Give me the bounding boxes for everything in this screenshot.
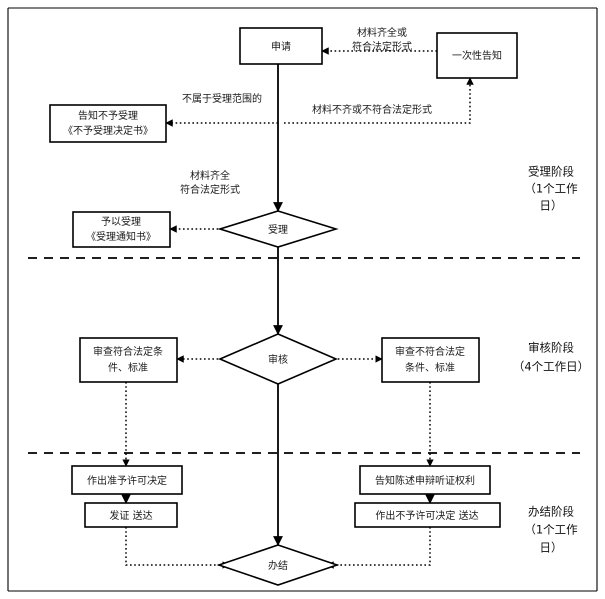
stage-label-completion: 办结阶段 （1个工作 日） (524, 505, 578, 555)
svg-text:材料齐全: 材料齐全 (190, 169, 230, 182)
stage-label-acceptance: 受理阶段 （1个工作 日） (524, 165, 578, 213)
node-notify-no-accept[interactable]: 告知不予受理 《不予受理决定书》 (49, 104, 167, 143)
svg-text:材料齐全或: 材料齐全或 (357, 26, 407, 39)
node-complete[interactable]: 办结 (216, 544, 340, 586)
node-review-not-conform-line2: 条件、标准 (405, 361, 455, 374)
node-notify-rights-label: 告知陈述申辩听证权利 (375, 474, 475, 487)
node-review-conform-line1: 审查符合法定条 (93, 345, 163, 358)
edge-label-materials-complete-legal: 材料齐全 符合法定形式 (180, 169, 240, 196)
node-review-conform-line2: 件、标准 (108, 362, 148, 374)
node-accept-decision-label: 受理 (268, 224, 288, 236)
node-review-conform[interactable]: 审查符合法定条 件、标准 (79, 337, 178, 383)
svg-text:办结阶段: 办结阶段 (528, 505, 574, 519)
node-review-not-conform-line1: 审查不符合法定 (395, 345, 465, 358)
node-accept-decision[interactable]: 受理 (217, 210, 339, 248)
node-notify-no-accept-line1: 告知不予受理 (78, 109, 138, 122)
node-review-decision[interactable]: 审核 (217, 333, 339, 385)
node-issue-deliver-label: 发证 送达 (109, 509, 152, 522)
node-apply-label: 申请 (271, 40, 291, 53)
edge-label-materials-complete-or-legal: 材料齐全或 符合法定形式 (352, 26, 412, 53)
svg-text:（4个工作日）: （4个工作日） (513, 360, 589, 374)
edge-materials-incomplete-to-notice (284, 77, 474, 124)
page-frame (7, 7, 598, 592)
node-deny-permit[interactable]: 作出不予许可决定 送达 (354, 502, 501, 528)
node-grant-accept-line1: 予以受理 (101, 216, 141, 228)
node-review-not-conform[interactable]: 审查不符合法定 条件、标准 (381, 337, 480, 383)
svg-text:日）: 日） (540, 541, 563, 555)
stage-label-review: 审核阶段 （4个工作日） (513, 341, 589, 374)
node-complete-label: 办结 (268, 559, 288, 572)
edge-label-materials-incomplete: 材料不齐或不符合法定形式 (312, 103, 432, 116)
node-grant-accept[interactable]: 予以受理 《受理通知书》 (72, 211, 171, 248)
svg-text:（1个工作: （1个工作 (524, 523, 578, 537)
svg-text:审核阶段: 审核阶段 (528, 341, 574, 355)
node-one-time-notice-label: 一次性告知 (452, 49, 502, 62)
svg-text:符合法定形式: 符合法定形式 (352, 40, 412, 53)
node-apply[interactable]: 申请 (239, 27, 323, 65)
node-issue-deliver[interactable]: 发证 送达 (84, 502, 178, 528)
svg-text:（1个工作: （1个工作 (524, 182, 578, 196)
edge-deny-to-complete (326, 527, 431, 569)
edge-label-out-of-scope: 不属于受理范围的 (182, 92, 262, 105)
node-review-decision-label: 审核 (268, 353, 288, 366)
node-notify-no-accept-line2: 《不予受理决定书》 (63, 124, 153, 137)
svg-text:日）: 日） (540, 199, 563, 213)
node-grant-accept-line2: 《受理通知书》 (86, 230, 156, 243)
node-grant-permit-label: 作出准予许可决定 (87, 474, 167, 487)
svg-text:受理阶段: 受理阶段 (528, 165, 574, 179)
node-deny-permit-label: 作出不予许可决定 送达 (375, 509, 478, 522)
edge-issue-to-complete (125, 527, 230, 569)
node-notify-rights[interactable]: 告知陈述申辩听证权利 (359, 465, 491, 495)
node-one-time-notice[interactable]: 一次性告知 (436, 32, 518, 79)
node-grant-permit[interactable]: 作出准予许可决定 (71, 465, 183, 495)
svg-text:符合法定形式: 符合法定形式 (180, 183, 240, 196)
